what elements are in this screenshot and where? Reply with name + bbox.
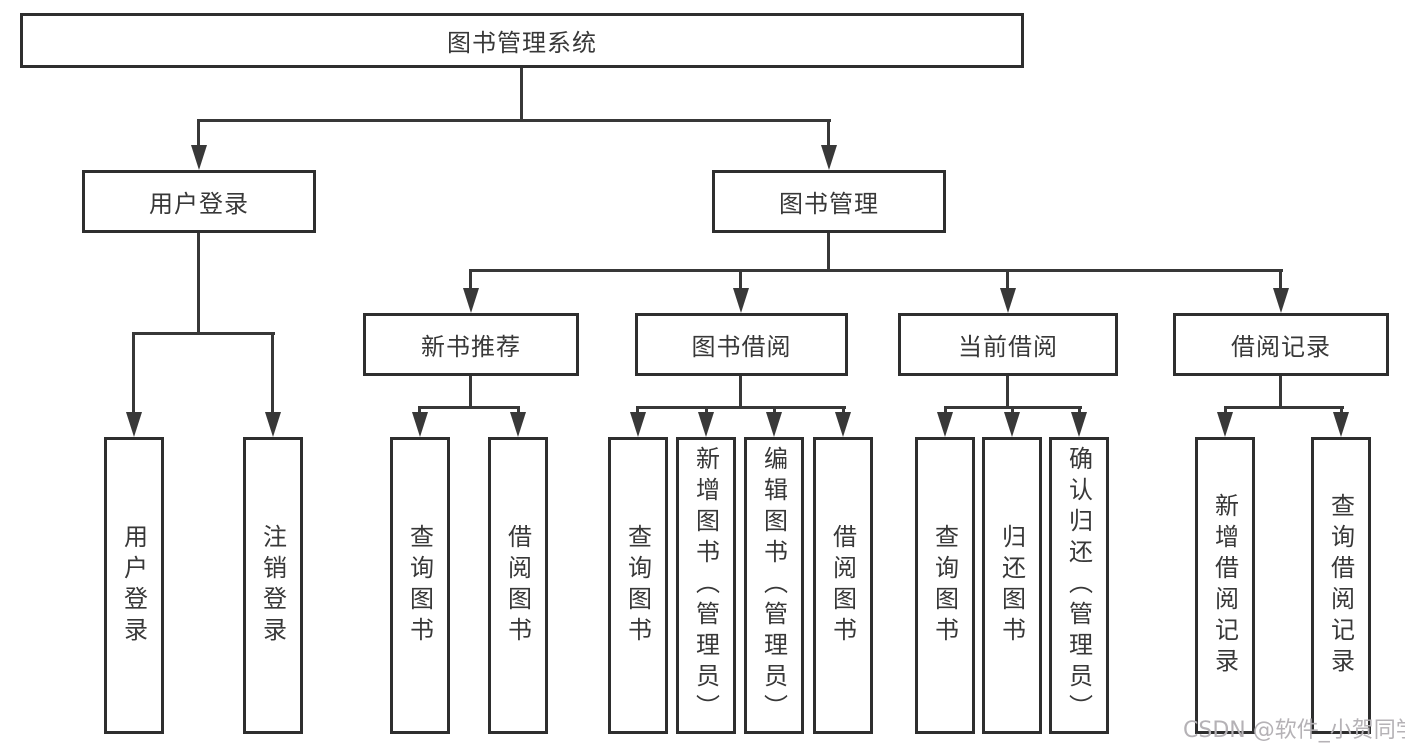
connector-line <box>469 269 472 291</box>
leaf-query-books-current: 查询图书 <box>915 437 975 734</box>
arrow-down-icon <box>1004 412 1020 437</box>
leaf-add-book-admin: 新增图书（管理员） <box>676 437 736 734</box>
node-label: 新书推荐 <box>421 333 521 361</box>
leaf-confirm-return-admin: 确认归还（管理员） <box>1049 437 1109 734</box>
arrow-down-icon <box>463 288 479 313</box>
node-label: 图书借阅 <box>691 333 792 361</box>
leaf-label: 用户登录 <box>119 523 148 648</box>
connector-line <box>197 232 200 334</box>
connector-line <box>705 406 708 415</box>
connector-line <box>1006 269 1009 291</box>
node-borrowing-records: 借阅记录 <box>1173 313 1389 376</box>
node-label: 图书管理 <box>779 190 879 218</box>
connector-line <box>773 406 776 415</box>
connector-line <box>197 119 200 148</box>
arrow-down-icon <box>835 412 851 437</box>
connector-line <box>132 332 135 414</box>
connector-line <box>1279 375 1282 408</box>
leaf-return-books: 归还图书 <box>982 437 1042 734</box>
leaf-edit-book-admin: 编辑图书（管理员） <box>744 437 804 734</box>
connector-line <box>1224 406 1344 409</box>
connector-line <box>827 119 830 148</box>
node-label: 图书管理系统 <box>447 29 597 57</box>
connector-line <box>1224 406 1227 415</box>
leaf-logout: 注销登录 <box>243 437 303 734</box>
csdn-watermark: CSDN @软件_小贺同学 <box>1183 718 1405 743</box>
leaf-label: 新增图书（管理员） <box>691 446 720 725</box>
connector-line <box>739 375 742 408</box>
connector-line <box>132 332 275 335</box>
connector-line <box>827 232 830 271</box>
connector-line <box>1279 269 1282 291</box>
leaf-label: 查询图书 <box>405 523 434 648</box>
node-user-login: 用户登录 <box>82 170 316 233</box>
connector-line <box>469 269 1283 272</box>
leaf-label: 查询图书 <box>623 523 652 648</box>
leaf-borrow-books-recommend: 借阅图书 <box>488 437 548 734</box>
connector-line <box>1078 406 1081 415</box>
leaf-label: 注销登录 <box>258 523 287 648</box>
leaf-label: 查询借阅记录 <box>1326 492 1355 679</box>
arrow-down-icon <box>1273 288 1289 313</box>
connector-line <box>271 332 274 414</box>
arrow-down-icon <box>412 412 428 437</box>
leaf-query-books-recommend: 查询图书 <box>390 437 450 734</box>
node-book-borrowing: 图书借阅 <box>635 313 848 376</box>
connector-line <box>418 406 421 415</box>
leaf-label: 确认归还（管理员） <box>1064 446 1093 725</box>
leaf-borrow-books: 借阅图书 <box>813 437 873 734</box>
leaf-label: 归还图书 <box>997 523 1026 648</box>
node-label: 借阅记录 <box>1231 333 1331 361</box>
connector-line <box>418 406 520 409</box>
node-label: 用户登录 <box>149 190 249 218</box>
connector-line <box>636 406 846 409</box>
arrow-down-icon <box>630 412 646 437</box>
arrow-down-icon <box>821 145 837 170</box>
connector-line <box>1006 375 1009 408</box>
leaf-label: 编辑图书（管理员） <box>759 446 788 725</box>
arrow-down-icon <box>191 145 207 170</box>
arrow-down-icon <box>1000 288 1016 313</box>
arrow-down-icon <box>265 412 281 437</box>
leaf-label: 查询图书 <box>930 523 959 648</box>
node-book-management: 图书管理 <box>712 170 946 233</box>
arrow-down-icon <box>937 412 953 437</box>
connector-line <box>944 406 947 415</box>
leaf-label: 借阅图书 <box>828 523 857 648</box>
leaf-label: 借阅图书 <box>503 523 532 648</box>
arrow-down-icon <box>698 412 714 437</box>
leaf-add-borrow-record: 新增借阅记录 <box>1195 437 1255 734</box>
node-label: 当前借阅 <box>958 333 1058 361</box>
connector-line <box>1340 406 1343 415</box>
arrow-down-icon <box>733 288 749 313</box>
connector-line <box>636 406 639 415</box>
connector-line <box>842 406 845 415</box>
node-current-borrowing: 当前借阅 <box>898 313 1118 376</box>
arrow-down-icon <box>1217 412 1233 437</box>
arrow-down-icon <box>126 412 142 437</box>
arrow-down-icon <box>766 412 782 437</box>
connector-line <box>469 375 472 408</box>
connector-line <box>517 406 520 415</box>
leaf-label: 新增借阅记录 <box>1210 492 1239 679</box>
arrow-down-icon <box>510 412 526 437</box>
connector-line <box>739 269 742 291</box>
arrow-down-icon <box>1333 412 1349 437</box>
connector-line <box>197 119 831 122</box>
node-new-book-recommendation: 新书推荐 <box>363 313 579 376</box>
arrow-down-icon <box>1071 412 1087 437</box>
leaf-query-books-borrowing: 查询图书 <box>608 437 668 734</box>
leaf-user-login: 用户登录 <box>104 437 164 734</box>
leaf-query-borrow-record: 查询借阅记录 <box>1311 437 1371 734</box>
node-library-management-system: 图书管理系统 <box>20 13 1024 68</box>
connector-line <box>1011 406 1014 415</box>
connector-line <box>520 67 523 120</box>
